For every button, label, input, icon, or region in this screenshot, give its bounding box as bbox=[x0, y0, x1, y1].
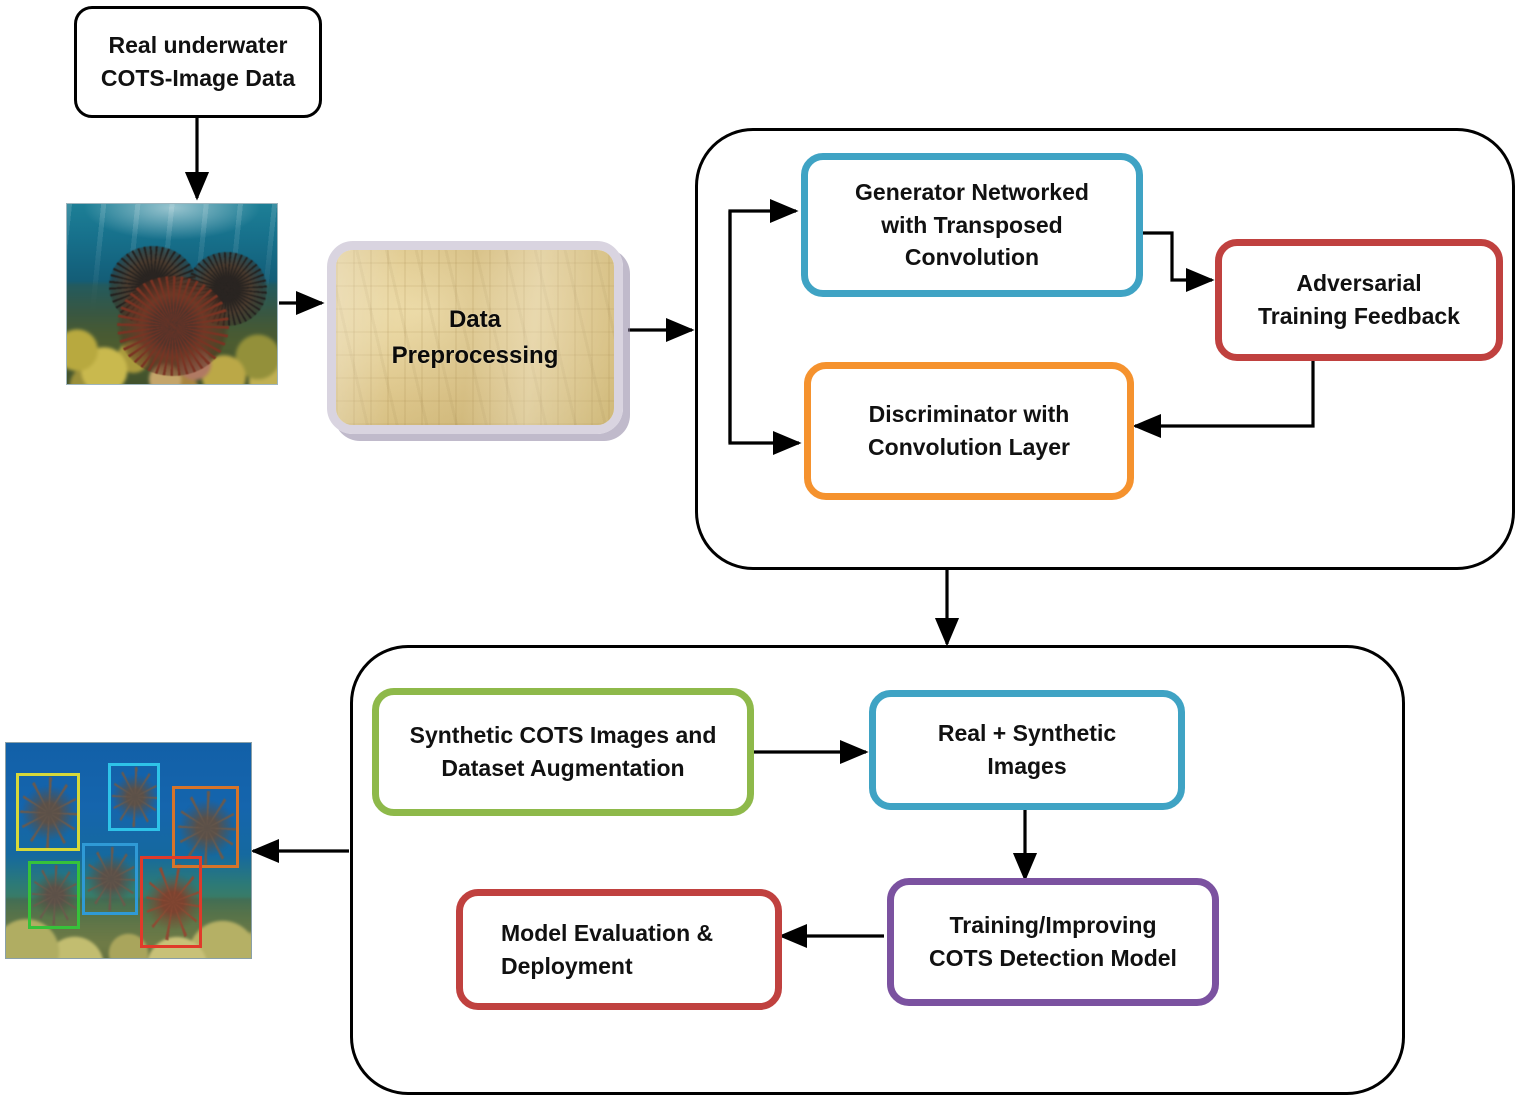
node-real-plus-synthetic-images[interactable]: Real + Synthetic Images bbox=[869, 690, 1185, 810]
detected-starfish-5 bbox=[86, 847, 136, 911]
source-line-2: COTS-Image Data bbox=[100, 65, 296, 91]
synthetic-line-1: Synthetic COTS Images and bbox=[409, 722, 717, 749]
training-line-2: COTS Detection Model bbox=[929, 945, 1177, 971]
evaluation-line-2: Deployment bbox=[501, 952, 633, 979]
discriminator-line-1: Discriminator with bbox=[868, 401, 1070, 428]
gan-training-group bbox=[695, 128, 1515, 570]
bounding-box-orange bbox=[172, 786, 239, 868]
generator-line-1: Generator Networked bbox=[855, 179, 1089, 206]
node-adversarial-training-feedback[interactable]: Adversarial Training Feedback bbox=[1215, 239, 1503, 361]
generator-line-2: with Transposed bbox=[881, 211, 1063, 238]
node-real-underwater-cots-image-data[interactable]: Real underwater COTS-Image Data bbox=[74, 6, 322, 118]
realsynth-line-1: Real + Synthetic bbox=[937, 720, 1117, 747]
generator-line-3: Convolution bbox=[904, 244, 1040, 271]
discriminator-line-2: Convolution Layer bbox=[868, 434, 1070, 460]
node-data-preprocessing[interactable]: Data Preprocessing bbox=[327, 241, 623, 434]
bounding-box-yellow bbox=[16, 773, 80, 851]
node-generator-networked-transposed-convolution[interactable]: Generator Networked with Transposed Conv… bbox=[801, 153, 1143, 297]
synthetic-line-2: Dataset Augmentation bbox=[441, 755, 685, 781]
cots-detection-result-photo bbox=[5, 742, 252, 959]
bounding-box-blue bbox=[82, 843, 138, 915]
detected-starfish-4 bbox=[32, 865, 78, 925]
cots-starfish-center bbox=[117, 276, 229, 376]
training-line-1: Training/Improving bbox=[949, 912, 1157, 939]
preprocessing-line-1: Data bbox=[448, 305, 501, 333]
node-synthetic-cots-images-dataset-augmentation[interactable]: Synthetic COTS Images and Dataset Augmen… bbox=[372, 688, 754, 816]
adversarial-line-1: Adversarial bbox=[1296, 270, 1422, 297]
source-line-1: Real underwater bbox=[108, 32, 288, 59]
detected-starfish-6 bbox=[146, 863, 200, 941]
preprocessing-line-2: Preprocessing bbox=[391, 341, 559, 369]
adversarial-line-2: Training Feedback bbox=[1258, 303, 1460, 329]
detected-starfish-1 bbox=[20, 777, 78, 849]
detected-starfish-3 bbox=[178, 791, 236, 865]
evaluation-line-1: Model Evaluation & bbox=[501, 919, 714, 946]
node-discriminator-with-convolution-layer[interactable]: Discriminator with Convolution Layer bbox=[804, 362, 1134, 500]
bounding-box-green bbox=[28, 861, 80, 929]
realsynth-line-2: Images bbox=[987, 753, 1067, 779]
node-model-evaluation-deployment[interactable]: Model Evaluation & Deployment bbox=[456, 889, 782, 1010]
node-training-improving-cots-detection-model[interactable]: Training/Improving COTS Detection Model bbox=[887, 878, 1219, 1006]
underwater-reef-cots-photo bbox=[66, 203, 278, 385]
detected-starfish-2 bbox=[112, 767, 158, 827]
bounding-box-cyan bbox=[108, 763, 160, 831]
preprocessing-texture bbox=[336, 250, 614, 425]
bounding-box-red bbox=[140, 856, 202, 948]
detection-pipeline-group bbox=[350, 645, 1405, 1095]
